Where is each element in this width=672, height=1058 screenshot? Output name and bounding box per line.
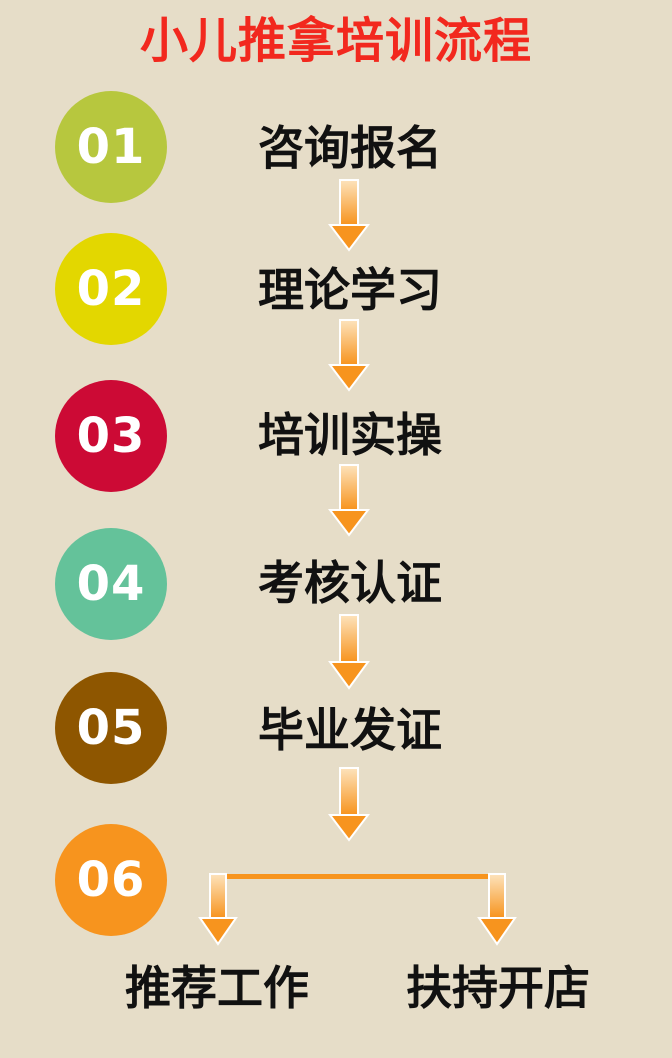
outcome-support-shop: 扶持开店 [406,961,590,1015]
outcome-recommend-job: 推荐工作 [125,961,309,1015]
arrow-down-3-icon [327,464,371,537]
step-number-04: 04 [55,528,167,640]
split-connector-icon [198,873,517,946]
step-number-03: 03 [55,380,167,492]
page-title: 小儿推拿培训流程 [139,13,532,69]
step-label-01: 咨询报名 [258,121,442,175]
arrow-down-4-icon [328,614,370,690]
step-label-02: 理论学习 [258,263,442,317]
step-number-06: 06 [55,824,167,936]
step-label-05: 毕业发证 [258,703,442,757]
step-number-05: 05 [55,672,167,784]
arrow-down-5-icon [327,767,371,842]
step-number-01: 01 [55,91,167,203]
step-label-03: 培训实操 [258,408,442,462]
step-label-04: 考核认证 [258,556,442,610]
arrow-down-2-icon [327,319,371,392]
step-number-02: 02 [55,233,167,345]
arrow-down-1-icon [327,179,371,252]
